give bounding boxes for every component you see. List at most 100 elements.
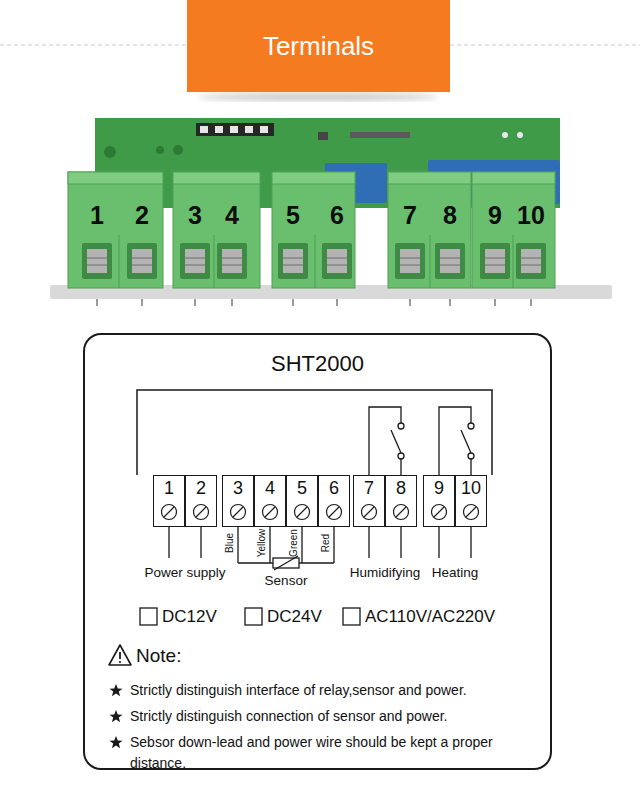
- relay-wire: [470, 527, 471, 558]
- pin: [292, 299, 294, 306]
- terminal-caption: Power supply: [144, 565, 225, 581]
- screw-slot: [196, 507, 206, 517]
- screw: [521, 249, 541, 273]
- star-bullet: [110, 684, 123, 696]
- terminal-number: 3: [188, 201, 202, 230]
- wire-color: Blue: [224, 533, 235, 553]
- screws: [87, 249, 541, 273]
- relay-wire: [400, 527, 401, 558]
- terminal-block: [173, 172, 260, 288]
- checkbox: [343, 608, 360, 625]
- terminal-block: [272, 172, 355, 288]
- via: [502, 132, 508, 138]
- groove: [521, 257, 541, 259]
- terminal-number: 5: [286, 201, 300, 230]
- warning-dot: [119, 661, 121, 663]
- switch-contact: [468, 423, 474, 429]
- star-bullet: [110, 710, 123, 722]
- note-heading: Note:: [136, 645, 181, 667]
- voltage-option: AC110V/AC220V: [365, 607, 495, 627]
- block-divider: [513, 235, 514, 288]
- terminal-box: 1: [153, 475, 185, 527]
- pcb-components: [104, 132, 523, 158]
- power-wire: [168, 527, 169, 558]
- screw: [222, 249, 242, 273]
- terminal-number: 2: [135, 201, 149, 230]
- checkbox: [140, 608, 157, 625]
- groove: [87, 264, 107, 266]
- note-text: Strictly distinguish connection of senso…: [130, 706, 545, 727]
- terminal-box: 6: [318, 475, 350, 527]
- relay-wire: [438, 527, 439, 558]
- terminal-box: 7: [353, 475, 385, 527]
- banner-shadow: [198, 93, 438, 101]
- screw-slot: [434, 507, 444, 517]
- groove: [222, 264, 242, 266]
- terminal-number: 5: [287, 476, 317, 498]
- block-lip: [272, 172, 355, 184]
- groove: [185, 264, 205, 266]
- thermistor-slash: [274, 556, 298, 570]
- relay-switches: [391, 423, 474, 459]
- groove: [185, 257, 205, 259]
- groove: [440, 264, 460, 266]
- screw-symbol: [231, 505, 246, 520]
- terminal-blocks: [68, 172, 555, 288]
- screw-slot: [364, 507, 374, 517]
- groove: [87, 257, 107, 259]
- star-bullet: [110, 736, 123, 748]
- sensor-wire: [301, 527, 302, 563]
- terminal-number: 3: [223, 476, 253, 498]
- dashed-rule: [0, 45, 187, 46]
- terminal-number: 10: [456, 476, 486, 498]
- pin: [200, 126, 208, 133]
- screw: [87, 249, 107, 273]
- relay-contact-wire: [369, 407, 401, 475]
- terminal-box: 10: [455, 475, 487, 527]
- wiring-panel: SHT200012345678910: [83, 333, 552, 770]
- relay-contact-wire: [439, 407, 471, 475]
- terminal-number: 6: [330, 201, 344, 230]
- terminal-caption: Humidifying: [350, 565, 421, 581]
- screw-symbol: [194, 505, 209, 520]
- pin: [530, 299, 532, 306]
- groove: [283, 257, 303, 259]
- terminal-number: 6: [319, 476, 349, 498]
- groove: [327, 264, 347, 266]
- pin: [449, 299, 451, 306]
- pin: [231, 299, 233, 306]
- cavity: [127, 243, 157, 279]
- screw: [440, 249, 460, 273]
- pin: [96, 299, 98, 306]
- terminal-number: 9: [424, 476, 454, 498]
- switch-contact: [468, 453, 474, 459]
- cavity: [278, 243, 308, 279]
- switch-blade: [391, 430, 401, 453]
- cavity: [516, 243, 546, 279]
- cavity: [480, 243, 510, 279]
- screw-slot: [396, 507, 406, 517]
- via: [156, 146, 164, 154]
- screw: [400, 249, 420, 273]
- title-banner: Terminals: [187, 0, 450, 92]
- checkbox: [245, 608, 262, 625]
- terminal-block: [472, 172, 555, 288]
- screw-symbol: [295, 505, 310, 520]
- terminal-number: 7: [403, 201, 417, 230]
- screw-cavities: [82, 243, 546, 279]
- block-divider: [214, 235, 215, 288]
- terminal-box: 2: [185, 475, 217, 527]
- via: [517, 132, 523, 138]
- block-lip: [472, 172, 555, 184]
- terminal-box: 5: [286, 475, 318, 527]
- terminal-number: 2: [186, 476, 216, 498]
- pin: [245, 126, 253, 133]
- warning-icon: [109, 645, 131, 665]
- pin: [230, 126, 238, 133]
- groove: [222, 257, 242, 259]
- screw: [185, 249, 205, 273]
